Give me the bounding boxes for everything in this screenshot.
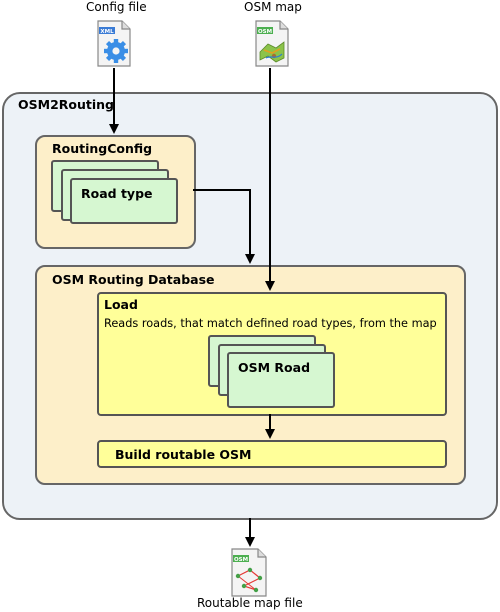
arrow-routingconfig-to-database bbox=[193, 189, 255, 264]
osm-map-label: OSM map bbox=[244, 0, 302, 14]
osm-road-label: OSM Road bbox=[238, 360, 311, 375]
osm-map-icon: OSM bbox=[255, 20, 289, 67]
config-file-icon: XML bbox=[97, 20, 131, 67]
load-title: Load bbox=[104, 297, 138, 312]
config-file-badge: XML bbox=[100, 29, 114, 35]
routable-map-file-icon: OSM bbox=[231, 548, 267, 597]
osm-routing-database-title: OSM Routing Database bbox=[52, 272, 215, 287]
build-step: Build routable OSM bbox=[97, 440, 447, 468]
osm-map-badge: OSM bbox=[258, 29, 272, 35]
config-file-label: Config file bbox=[86, 0, 147, 14]
routable-map-badge: OSM bbox=[234, 557, 248, 563]
load-description: Reads roads, that match defined road typ… bbox=[104, 317, 437, 330]
build-label: Build routable OSM bbox=[115, 447, 252, 462]
routing-config-title: RoutingConfig bbox=[52, 141, 153, 156]
osm2routing-title: OSM2Routing bbox=[18, 97, 114, 112]
road-type-label: Road type bbox=[81, 186, 153, 201]
road-type-card: Road type bbox=[70, 178, 178, 224]
osm-road-card: OSM Road bbox=[227, 352, 335, 408]
routable-map-label: Routable map file bbox=[197, 596, 303, 610]
